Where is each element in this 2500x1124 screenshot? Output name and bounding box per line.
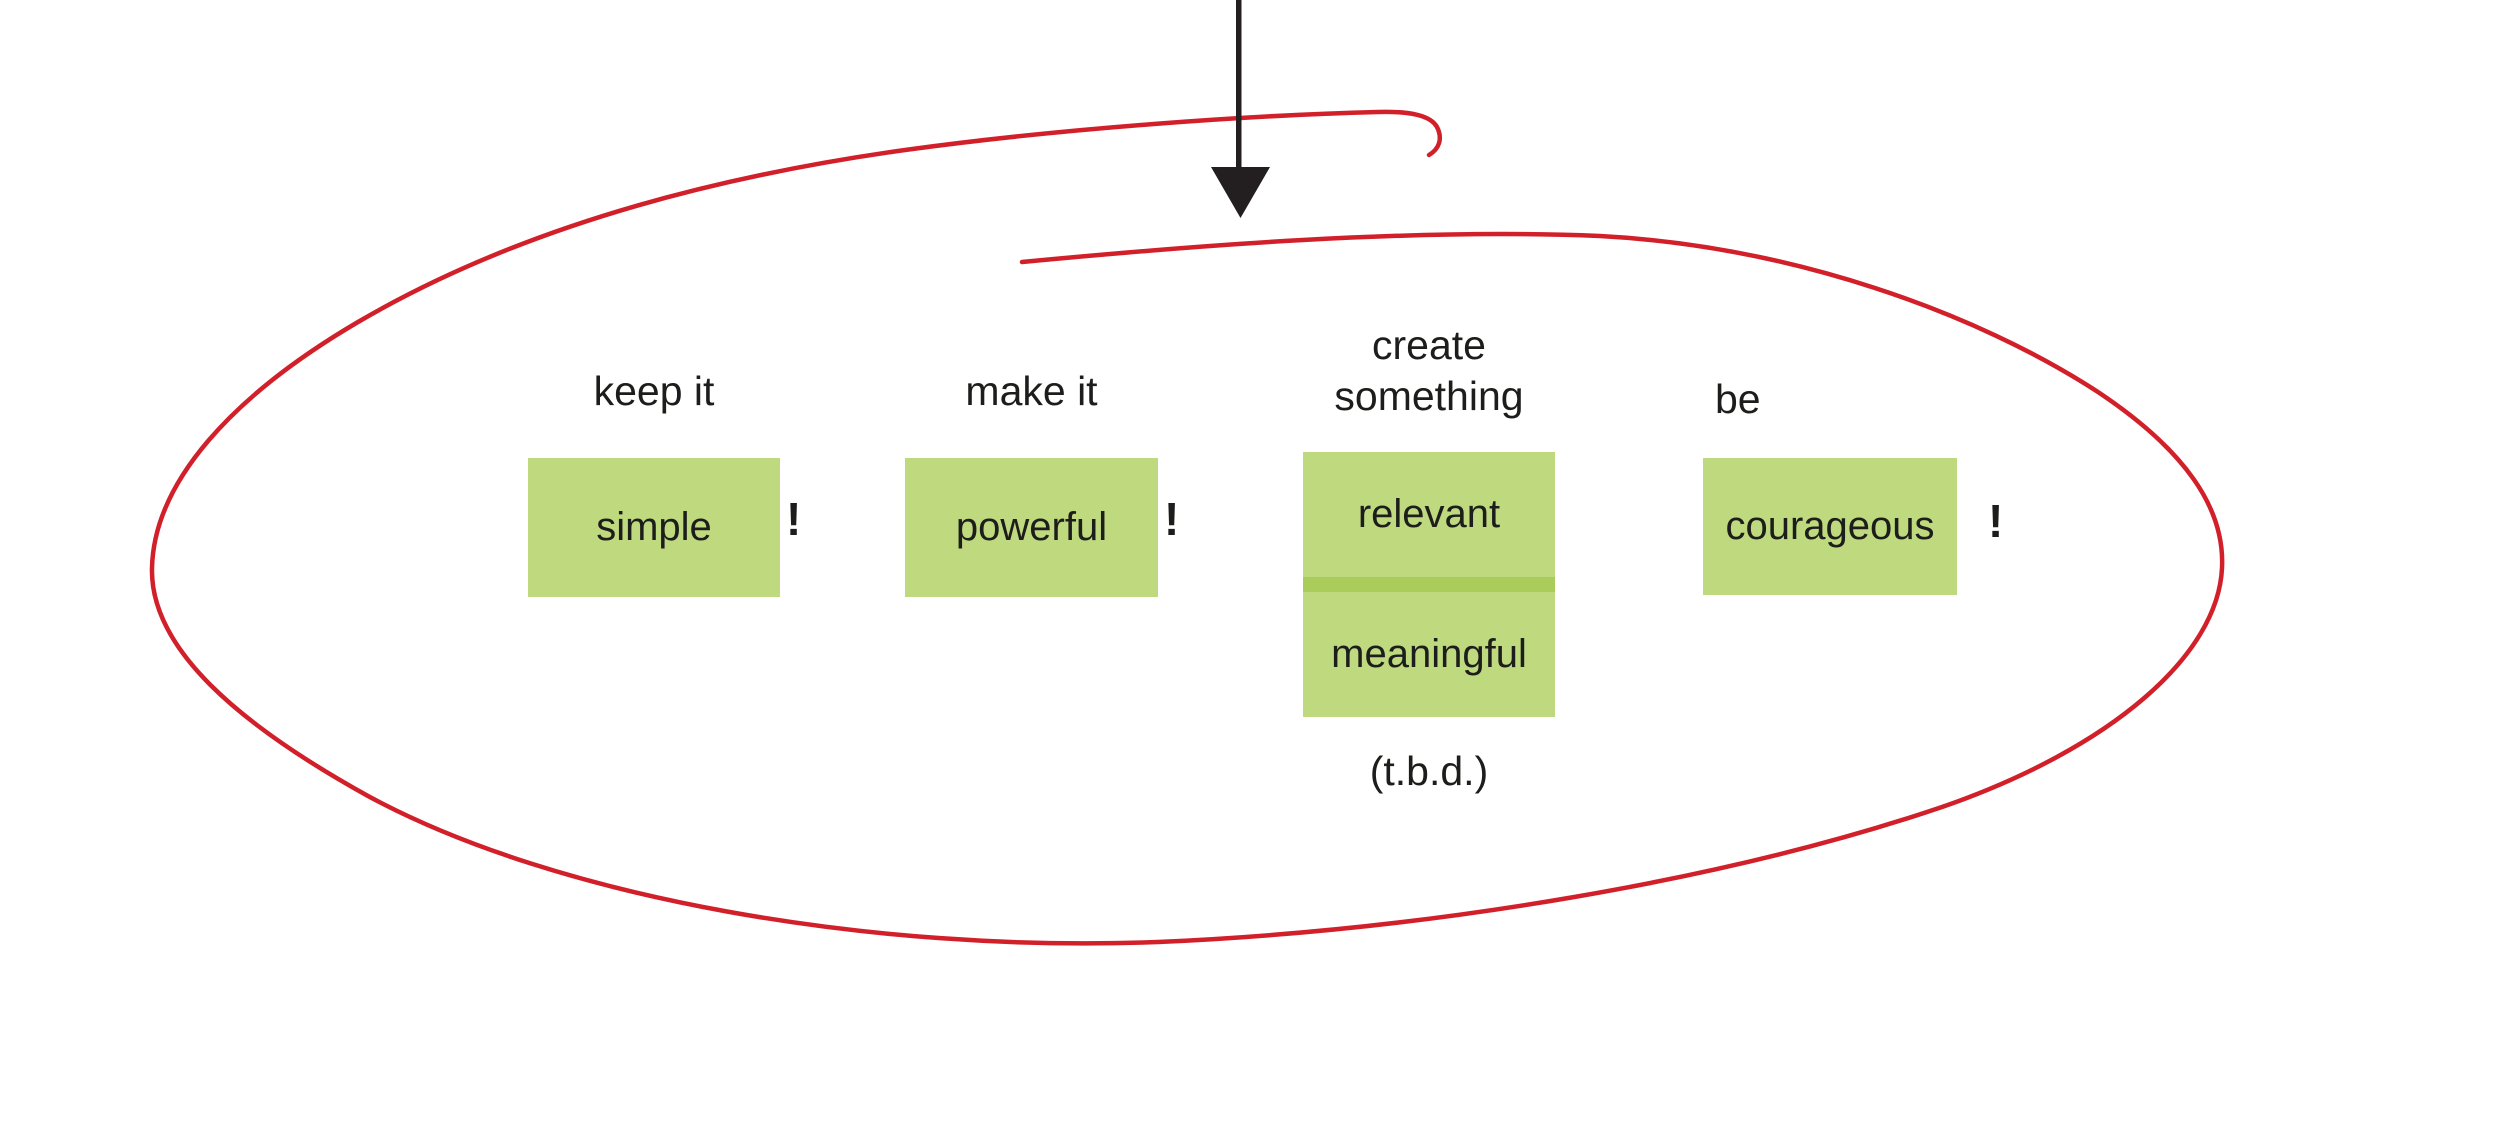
sticky-note-label: courageous bbox=[1725, 504, 1935, 548]
sticky-note-label: powerful bbox=[955, 505, 1108, 549]
group-header-be: be bbox=[1715, 376, 1761, 422]
sticky-note-courageous: courageous bbox=[1703, 458, 1957, 595]
sticky-note-label: simple bbox=[596, 505, 712, 549]
down-arrow-shaft bbox=[1236, 0, 1242, 170]
sticky-note-simple: simple bbox=[528, 458, 780, 597]
down-arrow-icon bbox=[1211, 0, 1270, 218]
sticky-note-meaningful: meaningful bbox=[1303, 592, 1555, 717]
sticky-note-label: meaningful bbox=[1331, 632, 1527, 676]
group-header-keep-it: keep it bbox=[593, 368, 715, 414]
sticky-note-relevant: relevant bbox=[1303, 452, 1555, 577]
sticky-note-divider bbox=[1303, 577, 1555, 592]
sticky-note-label: relevant bbox=[1357, 492, 1501, 536]
tbd-note: (t.b.d.) bbox=[1369, 748, 1489, 794]
exclamation-mark: ! bbox=[1164, 493, 1180, 545]
exclamation-mark: ! bbox=[786, 493, 802, 545]
hand-drawn-ellipse-annotation bbox=[149, 109, 2225, 946]
down-arrow-head bbox=[1211, 167, 1270, 218]
group-header-make-it: make it bbox=[965, 368, 1098, 414]
sticky-note-stack: relevant meaningful bbox=[1303, 452, 1555, 717]
group-header-create-something: create something bbox=[1334, 322, 1524, 419]
sticky-note-powerful: powerful bbox=[905, 458, 1158, 597]
exclamation-mark: ! bbox=[1988, 495, 2004, 547]
